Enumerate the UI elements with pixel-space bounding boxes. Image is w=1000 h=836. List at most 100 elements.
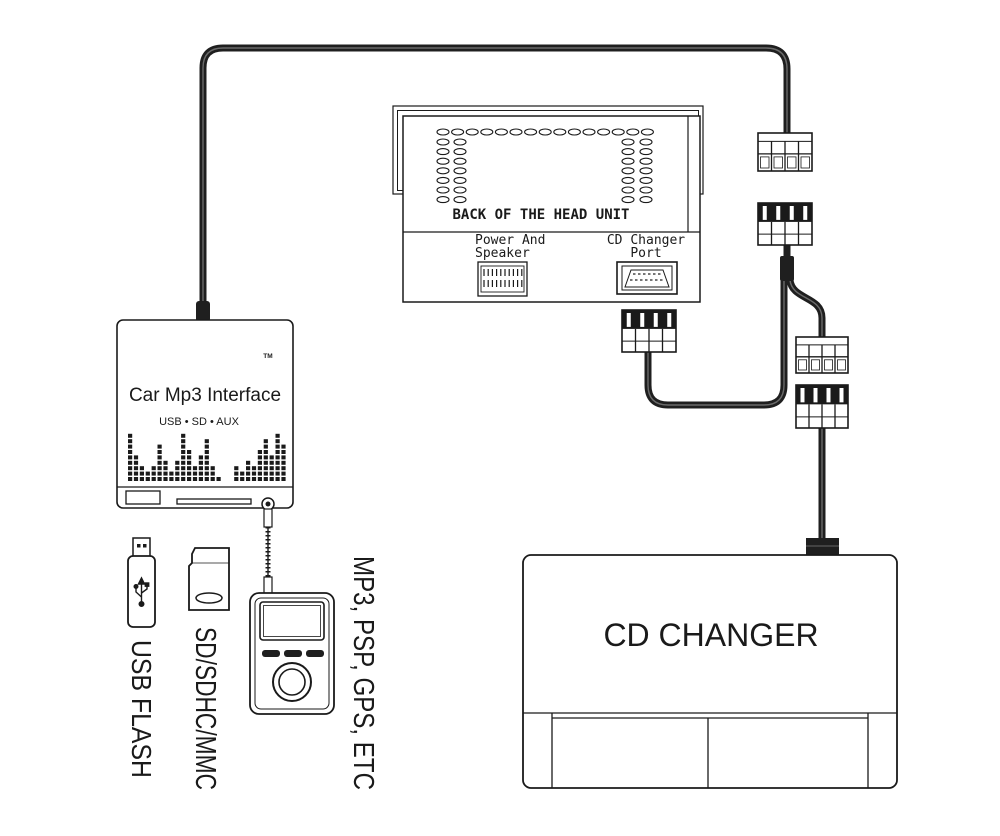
display-dot (640, 128, 654, 136)
display-dot (524, 128, 538, 136)
head-unit-cable-connector-female (757, 132, 813, 172)
display-dot (567, 128, 581, 136)
equalizer-bar (145, 471, 150, 481)
equalizer-bar (163, 460, 168, 481)
display-dot (509, 128, 523, 136)
equalizer-graphic (128, 433, 286, 481)
display-dot (639, 138, 653, 146)
equalizer-bar (251, 466, 257, 481)
head-unit-cable-connector-male (757, 202, 813, 246)
equalizer-bar (139, 466, 144, 481)
cd-port-label-line1: CD Changer (607, 233, 685, 248)
display-dot (436, 157, 450, 165)
display-dot (436, 128, 450, 136)
display-dot (621, 176, 635, 184)
cd-changer: CD CHANGER (522, 554, 898, 789)
cd-port-label-line2: Port (630, 246, 661, 261)
equalizer-bar (157, 444, 162, 481)
display-dot (451, 128, 465, 136)
equalizer-bar (240, 471, 245, 481)
usb-port (125, 490, 161, 505)
changer-cable-connector-male (795, 384, 849, 429)
display-dot (453, 148, 467, 156)
equalizer-bar (198, 455, 203, 481)
display-dot (639, 176, 653, 184)
player-button-middle (284, 650, 302, 657)
display-dot (538, 128, 552, 136)
player-button-left (262, 650, 280, 657)
cable-junction (780, 256, 794, 281)
mp3-player (249, 592, 335, 715)
display-dot (436, 186, 450, 194)
sd-card (188, 547, 230, 611)
cd-changer-label: CD CHANGER (603, 617, 818, 653)
display-dot (465, 128, 479, 136)
display-dot (626, 128, 640, 136)
power-port-label-line1: Power And (475, 233, 545, 248)
head-unit: BACK OF THE HEAD UNIT Power And Speaker … (392, 105, 704, 303)
equalizer-bar (263, 439, 268, 481)
display-dot (436, 196, 450, 204)
display-dot (436, 138, 450, 146)
cd-port-branch-cable (644, 276, 788, 409)
display-dot (480, 128, 494, 136)
display-dot (639, 148, 653, 156)
trademark-mark: TM (263, 353, 272, 360)
equalizer-bar (216, 477, 221, 481)
changer-branch-cable (786, 276, 826, 341)
player-screen (259, 601, 325, 641)
aux-cable (263, 508, 273, 595)
cd-changer-plug (806, 538, 839, 556)
display-dot (553, 128, 567, 136)
display-dots (436, 128, 654, 204)
display-dot (639, 157, 653, 165)
usb-flash-drive (127, 537, 156, 628)
interface-subtitle: USB • SD • AUX (159, 416, 239, 428)
equalizer-bar (257, 450, 262, 481)
display-dot (453, 167, 467, 175)
cd-changer-body (522, 554, 898, 789)
usb-symbol-icon (133, 576, 150, 608)
cd-port-plug (621, 309, 677, 353)
display-dot (621, 186, 635, 194)
head-unit-title: BACK OF THE HEAD UNIT (452, 207, 629, 223)
cd-changer-port (616, 261, 678, 295)
display-dot (453, 176, 467, 184)
display-dot (611, 128, 625, 136)
display-dot (639, 196, 653, 204)
equalizer-bar (128, 433, 133, 481)
equalizer-bar (175, 460, 180, 481)
usb-flash-label: USB FLASH (126, 640, 157, 778)
display-dot (621, 196, 635, 204)
display-dot (436, 148, 450, 156)
equalizer-bar (181, 433, 186, 481)
power-speaker-connector (477, 261, 528, 297)
equalizer-bar (234, 466, 239, 481)
sd-card-slot (176, 498, 252, 505)
equalizer-bar (133, 455, 139, 481)
display-dot (621, 167, 635, 175)
display-dot (597, 128, 611, 136)
display-dot (436, 176, 450, 184)
display-dot (453, 186, 467, 194)
interface-cable-strain-relief (196, 301, 210, 322)
changer-cable-connector-female (795, 336, 849, 374)
equalizer-bar (192, 466, 198, 481)
display-dot (453, 157, 467, 165)
player-devices-label: MP3, PSP, GPS, ETC (347, 556, 379, 790)
display-dot (436, 167, 450, 175)
display-dot (582, 128, 596, 136)
equalizer-bar (281, 444, 286, 481)
equalizer-bar (151, 466, 156, 481)
equalizer-bar (275, 433, 280, 481)
main-cable (199, 44, 791, 310)
display-dot (621, 138, 635, 146)
cd-changer-drawer (523, 712, 897, 788)
equalizer-bar (269, 455, 274, 481)
interface-title: Car Mp3 Interface (129, 385, 281, 406)
display-dot (494, 128, 508, 136)
display-dot (639, 186, 653, 194)
display-dot (453, 196, 467, 204)
player-button-right (306, 650, 324, 657)
